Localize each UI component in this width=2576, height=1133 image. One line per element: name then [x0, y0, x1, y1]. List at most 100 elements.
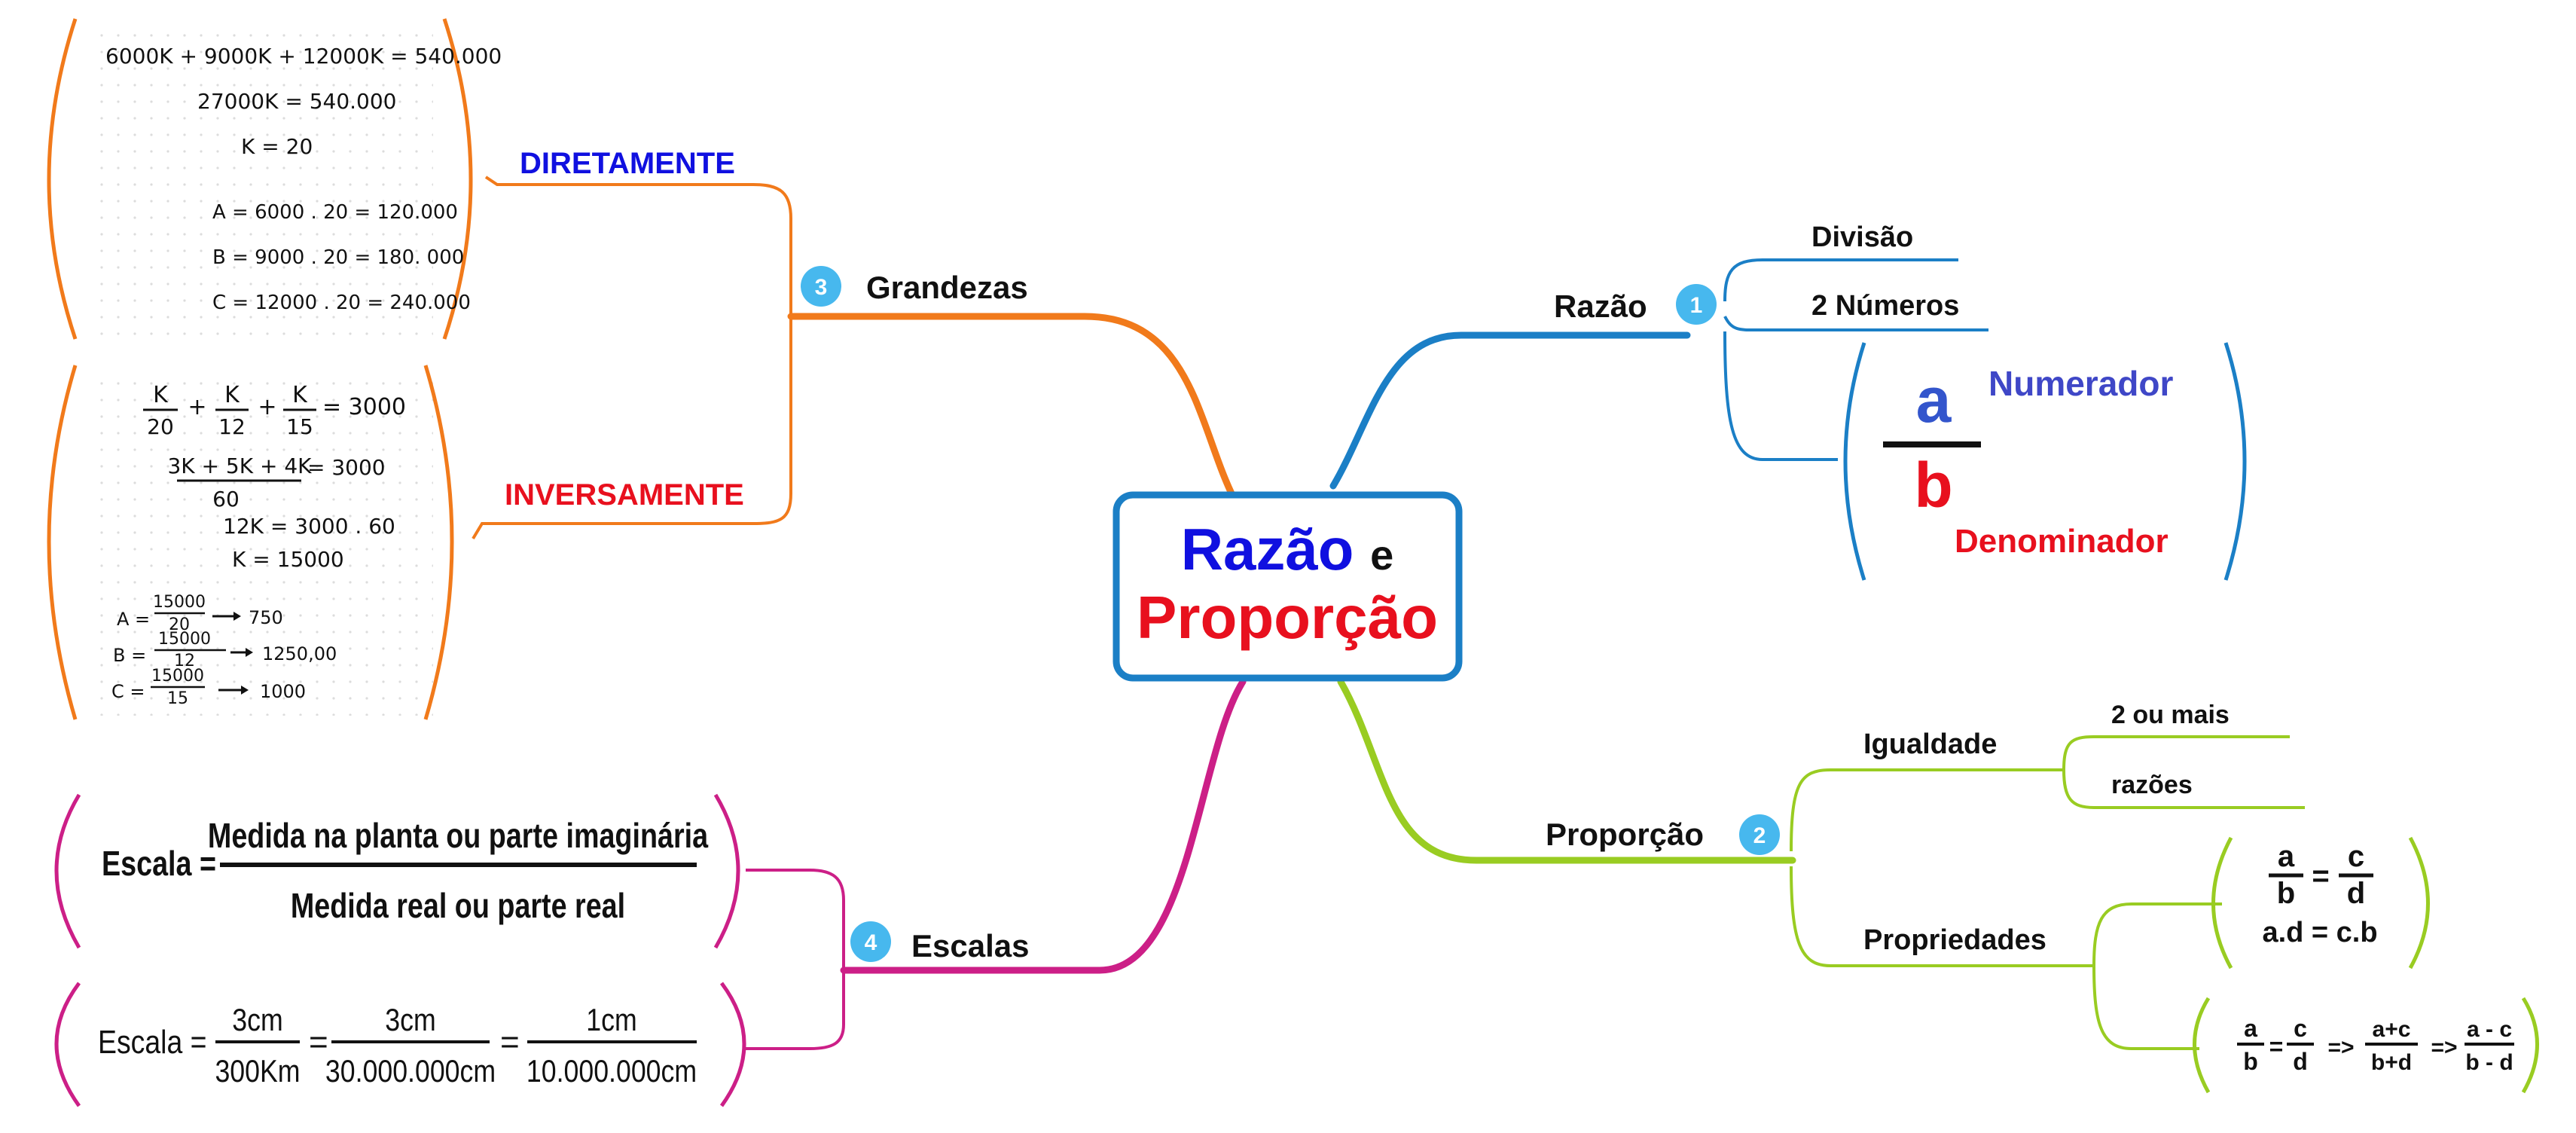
escala2-d2: 30.000.000cm: [325, 1054, 496, 1089]
inversamente-label[interactable]: INVERSAMENTE: [505, 478, 744, 512]
badge-2: [1739, 814, 1780, 855]
diretamente-label[interactable]: DIRETAMENTE: [520, 147, 735, 180]
escala-formula-2: Escala = 3cm 300Km = 3cm 30.000.000cm = …: [54, 982, 746, 1107]
inv-den-12: 12: [218, 414, 246, 439]
inv-row-b-res: 1250,00: [262, 643, 337, 664]
igualdade-item-2-ou-mais[interactable]: 2 ou mais: [2111, 701, 2230, 729]
p2-sum-den: b+d: [2371, 1050, 2412, 1075]
razao-paren-left: [1843, 342, 1866, 581]
badge-3-number: 3: [815, 275, 828, 300]
razao-label[interactable]: Razão: [1554, 289, 1647, 324]
igualdade-item-razoes[interactable]: razões: [2111, 771, 2193, 799]
inversamente-worksheet: K 20 + K 12 + K 15 = 3000 3K + 5K + 4K 6…: [47, 365, 454, 720]
p1-a: a: [2278, 840, 2295, 873]
branch-grandezas-connector: [787, 313, 1235, 497]
fraction-numerator: a: [1916, 365, 1952, 435]
p2-d: d: [2293, 1048, 2308, 1075]
inv-row-a-res: 750: [249, 607, 283, 628]
escala2-eq-1: =: [309, 1024, 328, 1061]
escala-formula-1: Escala = Medida na planta ou parte imagi…: [54, 793, 740, 949]
inv-result-1: = 3000: [322, 394, 406, 420]
escalas-label[interactable]: Escalas: [911, 928, 1029, 964]
inv-row-b-den: 12: [174, 652, 195, 670]
numerador-label: Numerador: [1988, 364, 2173, 403]
inv-k-3: K: [292, 382, 308, 408]
dir-line-2: 27000K = 540.000: [197, 89, 396, 114]
grandezas-branch: 3 Grandezas DIRETAMENTE INVERSAMENTE 600…: [47, 18, 1028, 720]
propriedades-label[interactable]: Propriedades: [1863, 924, 2046, 956]
center-node[interactable]: Razão e Proporção: [1113, 491, 1463, 682]
razao-item-2-numeros[interactable]: 2 Números: [1811, 290, 1959, 322]
branch-escalas-connector: [840, 678, 1247, 974]
svg-text:Razão e: Razão e: [1181, 516, 1394, 582]
proporcao-branch: 2 Proporção Igualdade 2 ou mais razões P…: [1546, 701, 2539, 1094]
inv-row-c-num: 15000: [151, 667, 204, 686]
proporcao-label[interactable]: Proporção: [1546, 817, 1704, 852]
inv-row-a-label: A =: [117, 609, 150, 630]
p1-c: c: [2348, 840, 2364, 873]
inv-row-a-num: 15000: [153, 593, 206, 612]
inv-l2-den: 60: [212, 487, 240, 512]
p2-diff-den: b - d: [2465, 1050, 2513, 1075]
inv-den-15: 15: [286, 414, 313, 439]
inv-row-b: B = 15000 12 1250,00: [113, 630, 337, 670]
p2-sum-num: a+c: [2373, 1017, 2411, 1042]
inv-row-b-num: 15000: [158, 630, 211, 649]
badge-3: [801, 266, 841, 307]
escala1-numerator: Medida na planta ou parte imaginária: [208, 816, 709, 854]
inv-row-c: C = 15000 15 1000: [111, 667, 306, 708]
dir-line-3: K = 20: [241, 134, 313, 159]
center-word-e: e: [1370, 531, 1393, 579]
property-2-formula: a b = c d => a+c b+d => a - c b - d: [2193, 997, 2539, 1094]
razao-branch: 1 Razão Divisão 2 Números a b Numerador …: [1554, 221, 2247, 581]
p2-b: b: [2243, 1048, 2258, 1075]
escala2-eq-2: =: [500, 1024, 520, 1061]
inv-row-b-label: B =: [113, 645, 146, 666]
inv-l2-num: 3K + 5K + 4K: [167, 454, 312, 478]
razao-paren-right: [2223, 342, 2247, 581]
grandezas-label[interactable]: Grandezas: [866, 270, 1028, 305]
escala2-n2: 3cm: [385, 1003, 435, 1037]
igualdade-label[interactable]: Igualdade: [1863, 728, 1997, 760]
p1-eq: =: [2312, 860, 2329, 893]
inv-l3: 12K = 3000 . 60: [223, 514, 395, 539]
inv-row-a: A = 15000 20 750: [117, 593, 283, 634]
p2-eq: =: [2269, 1033, 2284, 1060]
p2-c: c: [2294, 1015, 2307, 1042]
fraction-denominator: b: [1914, 450, 1952, 521]
p2-a: a: [2244, 1015, 2257, 1042]
escala2-d3: 10.000.000cm: [526, 1054, 697, 1089]
escala1-denominator: Medida real ou parte real: [291, 886, 625, 924]
center-word-razao: Razão: [1181, 516, 1354, 582]
escala2-d1: 300Km: [215, 1054, 300, 1089]
inv-k-1: K: [153, 382, 169, 408]
inv-row-a-den: 20: [169, 615, 190, 634]
center-word-proporcao: Proporção: [1137, 584, 1438, 651]
badge-2-number: 2: [1753, 823, 1766, 848]
inv-row-c-label: C =: [111, 681, 145, 702]
p1-d: d: [2347, 877, 2365, 910]
inv-k-2: K: [224, 382, 240, 408]
dir-line-6: C = 12000 . 20 = 240.000: [212, 292, 471, 314]
inv-plus-1: +: [188, 394, 206, 420]
branch-razao-connector: [1329, 331, 1691, 490]
inv-l4: K = 15000: [232, 547, 344, 572]
inv-plus-2: +: [258, 394, 276, 420]
escala2-n1: 3cm: [232, 1003, 282, 1037]
p2-arrow-2: =>: [2431, 1035, 2457, 1060]
property-1-formula: a b = c d a.d = c.b: [2211, 836, 2430, 970]
badge-1-number: 1: [1690, 293, 1703, 318]
escalas-branch: 4 Escalas Escala = Medida na planta ou p…: [54, 793, 1029, 1107]
inv-den-20: 20: [147, 414, 174, 439]
inv-l2-res: = 3000: [307, 455, 386, 480]
escala2-n3: 1cm: [586, 1003, 636, 1037]
badge-1: [1676, 284, 1717, 325]
inv-row-c-den: 15: [167, 689, 188, 708]
p1-b: b: [2277, 877, 2295, 910]
razao-item-divisao[interactable]: Divisão: [1811, 221, 1913, 253]
badge-4: [850, 921, 891, 962]
diretamente-worksheet: 6000K + 9000K + 12000K = 540.000 27000K …: [47, 18, 502, 340]
p2-arrow-1: =>: [2327, 1035, 2354, 1060]
dir-line-4: A = 6000 . 20 = 120.000: [212, 201, 458, 224]
